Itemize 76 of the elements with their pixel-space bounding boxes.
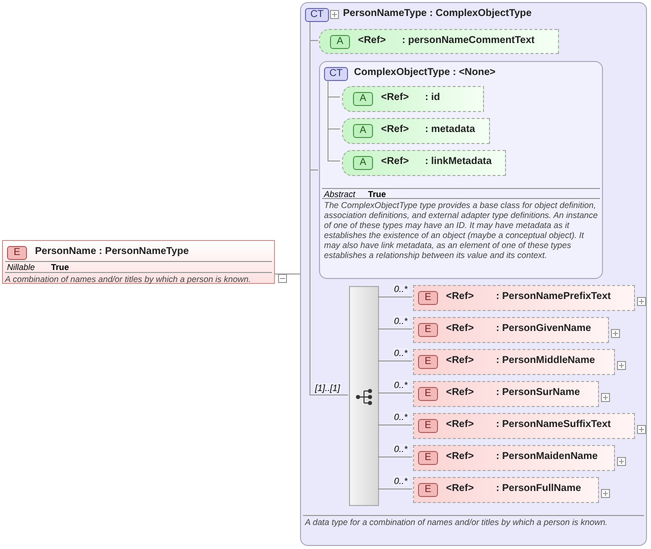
connector-line [378,392,412,394]
ref-label: <Ref> [358,35,386,46]
type-badge: A [353,92,373,106]
type-name: : PersonNameSuffixText [496,419,611,430]
type-name: : PersonGivenName [496,323,592,334]
ref-label: <Ref> [446,355,474,366]
ref-label: <Ref> [446,419,474,430]
type-name: : id [425,92,440,103]
element-reference-box [413,317,609,343]
ref-label: <Ref> [381,92,409,103]
type-name: : metadata [425,124,476,135]
connector-line [328,80,340,162]
type-name: : linkMetadata [425,156,492,167]
type-name: PersonName : PersonNameType [35,246,189,257]
connector-line [378,296,412,298]
ref-label: <Ref> [381,124,409,135]
type-badge: E [418,323,438,337]
type-name: : PersonMiddleName [496,355,595,366]
element-reference-box [413,445,615,471]
element-reference-box [413,349,615,375]
type-badge: E [418,355,438,369]
type-name: : PersonSurName [496,387,580,398]
ref-label: <Ref> [446,451,474,462]
edge-label: 0..* [393,284,409,294]
type-badge: E [418,291,438,305]
type-badge: E [418,387,438,401]
type-badge: CT [324,67,348,81]
complex-type-panel [319,61,603,279]
sequence-compositor [349,286,379,506]
edge-label: 0..* [393,380,409,390]
connector-line [378,328,412,330]
type-badge: E [418,451,438,465]
type-name: : PersonMaidenName [496,451,598,462]
attribute-box [342,86,484,112]
edge-label: 0..* [393,444,409,454]
property-name: Abstract [324,189,356,199]
property-value: True [51,262,69,272]
type-badge: E [418,483,438,497]
type-badge: E [418,419,438,433]
element-reference-box [413,477,599,503]
ref-label: <Ref> [446,323,474,334]
attribute-box [342,118,490,144]
edge-label: 0..* [393,348,409,358]
connector-line [378,456,412,458]
type-badge: CT [305,8,329,22]
property-name: Nillable [7,262,35,272]
description-text: A combination of names and/or titles by which a person is known. [5,274,252,284]
connector-line [378,424,412,426]
element-reference-box [413,381,599,407]
ref-label: <Ref> [381,156,409,167]
property-value: True [368,189,386,199]
attribute-box [319,29,559,54]
type-badge: A [353,124,373,138]
edge-label: [1]..[1] [314,383,342,393]
type-name: : PersonNamePrefixText [496,291,611,302]
connector-line [378,360,412,362]
type-badge: E [7,246,27,260]
attribute-box [342,150,506,176]
type-name: : personNameCommentText [402,35,535,46]
element-reference-box [413,285,635,311]
type-badge: A [353,156,373,170]
edge-label: 0..* [393,476,409,486]
edge-label: 0..* [393,316,409,326]
complex-type-panel [300,2,647,546]
type-name: ComplexObjectType : <None> [354,67,496,78]
ref-label: <Ref> [446,291,474,302]
type-name: PersonNameType : ComplexObjectType [343,8,532,19]
connector-line [378,488,412,490]
type-badge: A [330,35,350,49]
ref-label: <Ref> [446,387,474,398]
edge-label: 0..* [393,412,409,422]
description-text: The ComplexObjectType type provides a base class for object definition, association definitions, and external adapter type definitions. An instance of one of these types may have an ID. It may have metadata as it establishes the existence of an object (maybe a conceptual object). It may also have link metadata, as an element of one of these types establishes a relationship between its value and its context. [324,200,599,260]
ref-label: <Ref> [446,483,474,494]
description-text: A data type for a combination of names and/or titles by which a person is known. [305,517,609,527]
type-name: : PersonFullName [496,483,582,494]
element-reference-box [413,413,635,439]
